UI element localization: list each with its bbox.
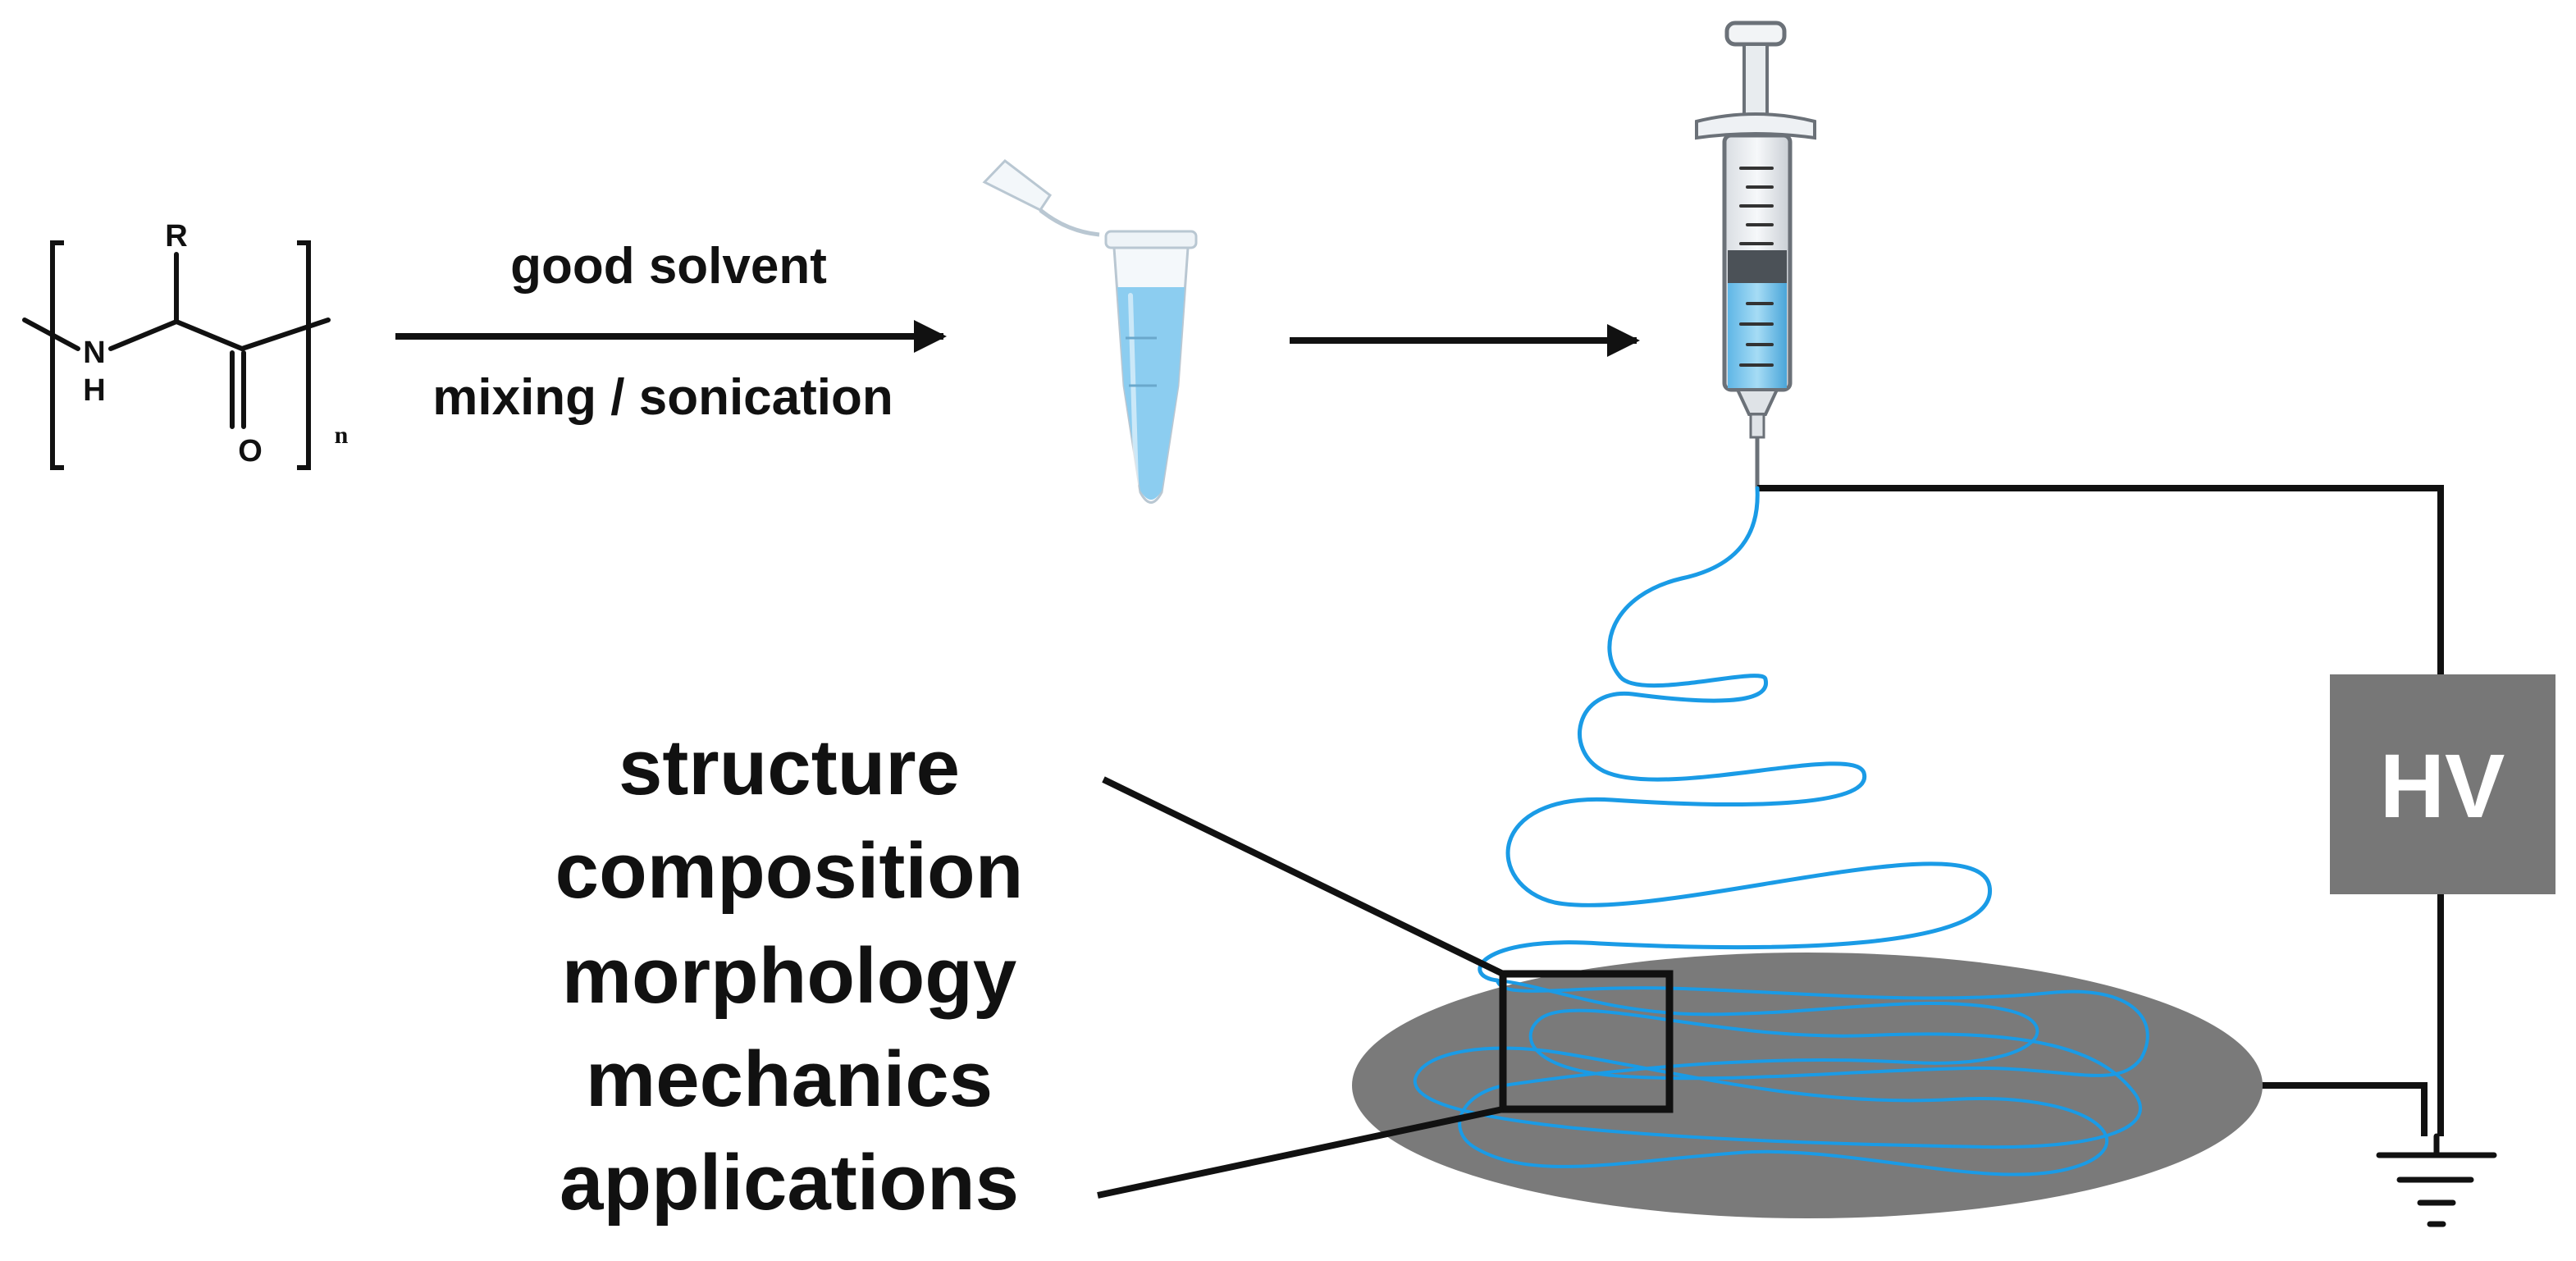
circuit-wires	[1757, 485, 2444, 1136]
right-bracket	[297, 240, 311, 470]
needle-wire	[1757, 485, 2444, 674]
step-label-mixing: mixing / sonication	[432, 369, 893, 426]
polypeptide-structure: R N H O n	[22, 219, 349, 470]
deposited-fiber-mat	[1413, 979, 2149, 1176]
amine-n-label: N	[83, 336, 105, 370]
property-morphology: morphology	[562, 932, 1017, 1020]
side-group-label: R	[165, 219, 187, 254]
property-list: structure composition morphology mechani…	[555, 724, 1024, 1227]
callout-line-lower	[1097, 1106, 1504, 1199]
syringe-icon	[1695, 21, 1816, 488]
property-mechanics: mechanics	[586, 1035, 993, 1123]
backbone-bonds	[22, 252, 331, 429]
fiber-mat-zoom	[1097, 776, 1674, 1199]
left-bracket	[50, 240, 64, 470]
amine-h-label: H	[83, 373, 105, 408]
property-composition: composition	[555, 827, 1024, 915]
property-structure: structure	[619, 724, 960, 811]
ground-symbol-icon	[2376, 1133, 2497, 1227]
hv-label: HV	[2380, 736, 2505, 837]
callout-line-upper	[1102, 776, 1505, 977]
zoom-box	[1499, 970, 1674, 1113]
property-applications: applications	[560, 1139, 1019, 1227]
collector-wire	[2260, 1082, 2428, 1136]
repeat-subscript: n	[335, 422, 349, 449]
high-voltage-supply: HV	[2330, 674, 2555, 894]
step-label-solvent: good solvent	[510, 238, 827, 295]
carbonyl-o-label: O	[238, 434, 263, 468]
microcentrifuge-tube-icon	[982, 158, 1198, 504]
collector-plate	[1352, 953, 2263, 1218]
electrospinning-jet	[1478, 486, 1992, 983]
dissolution-step: good solvent mixing / sonication	[395, 238, 947, 426]
